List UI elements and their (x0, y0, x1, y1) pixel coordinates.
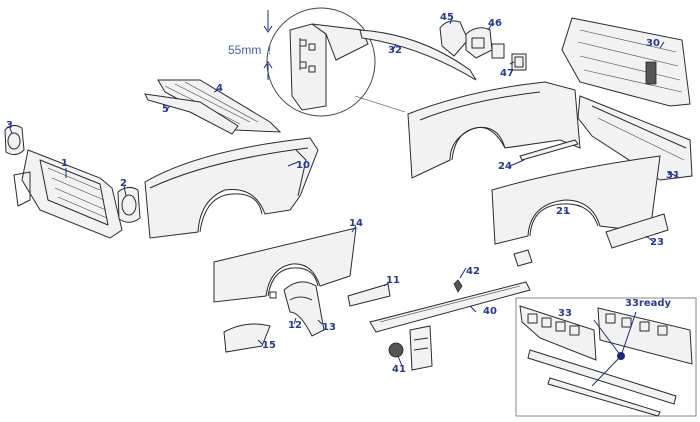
label-30: 30 (646, 38, 660, 49)
label-42: 42 (466, 266, 480, 277)
label-46: 46 (488, 18, 502, 29)
lower-extension (605, 213, 669, 249)
detail-bubble: 55mm ! (228, 7, 376, 117)
label-31: 31 (666, 170, 680, 181)
roof-rail (359, 29, 477, 81)
rear-valance (577, 95, 693, 181)
label-24: 24 (498, 161, 512, 172)
quarter-molding (519, 139, 579, 161)
label-32: 32 (388, 45, 402, 56)
leader-lines (9, 17, 677, 367)
small-brackets (439, 20, 527, 71)
part-labels: 1 2 3 4 5 10 11 12 13 14 15 21 23 24 30 … (6, 12, 680, 375)
label-23: 23 (650, 237, 664, 248)
rocker-piece (347, 283, 391, 307)
label-33ready: 33ready (625, 298, 672, 309)
dimension-label: 55mm (228, 43, 261, 57)
headlamp-bucket-left (4, 124, 25, 156)
front-fender (144, 137, 319, 239)
label-21: 21 (556, 206, 570, 217)
label-33: 33 (558, 308, 572, 319)
front-inner-rails (144, 79, 282, 135)
grille-surround (13, 149, 123, 239)
rocker-panel (369, 281, 531, 333)
door-skin (213, 227, 357, 303)
label-3: 3 (6, 120, 13, 131)
jack-bracket (388, 325, 433, 371)
label-13: 13 (322, 322, 336, 333)
headlamp-bucket-right (117, 186, 141, 223)
label-14: 14 (349, 218, 363, 229)
label-12: 12 (288, 320, 302, 331)
label-47: 47 (500, 68, 514, 79)
label-2: 2 (120, 178, 127, 189)
lower-quarter-skin (491, 155, 661, 245)
label-4: 4 (216, 83, 223, 94)
label-10: 10 (296, 160, 310, 171)
inset-sill-detail (515, 297, 697, 417)
label-15: 15 (262, 340, 276, 351)
splash-shield (223, 323, 271, 353)
label-40: 40 (483, 306, 497, 317)
wheel-house (269, 281, 325, 337)
label-1: 1 (61, 158, 68, 169)
rear-panel (561, 17, 691, 107)
svg-text:!: ! (268, 43, 271, 57)
label-41: 41 (392, 364, 406, 375)
label-5: 5 (162, 104, 169, 115)
label-45: 45 (440, 12, 454, 23)
label-11: 11 (386, 275, 400, 286)
rear-quarter-panel (407, 81, 581, 179)
